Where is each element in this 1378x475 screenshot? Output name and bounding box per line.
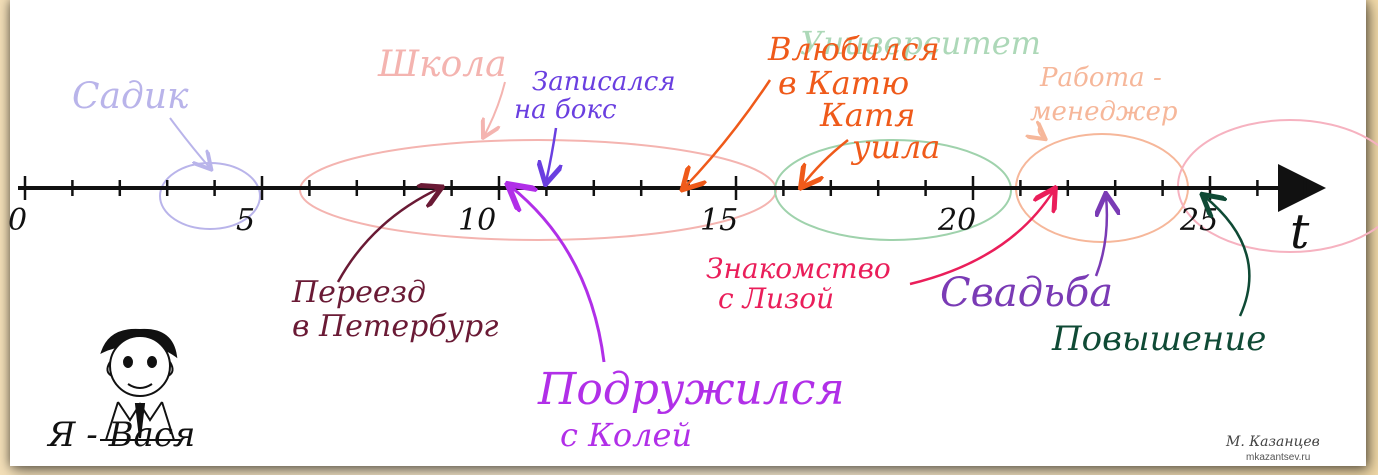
arrow-work xyxy=(1039,126,1044,138)
label-move-line1: Переезд xyxy=(291,275,426,310)
label-meet-line2: с Лизой xyxy=(718,282,834,315)
tick-label-5: 5 xyxy=(236,203,255,238)
arrow-promotion xyxy=(1204,196,1251,317)
diagram-frame xyxy=(10,0,1366,466)
label-univer: Университет xyxy=(800,24,1041,62)
axis-tick-labels: 0 5 10 15 20 25 t xyxy=(8,203,1310,260)
label-work-line2: менеджер xyxy=(1030,97,1178,127)
label-shkola: Школа xyxy=(377,44,507,85)
vasya-character xyxy=(100,328,180,441)
label-promotion: Повышение xyxy=(1051,319,1266,359)
arrow-meet xyxy=(909,190,1054,286)
arrow-shkola xyxy=(484,81,506,136)
tick-label-25: 25 xyxy=(1179,203,1218,238)
tick-label-20: 20 xyxy=(937,203,976,238)
arrow-friends xyxy=(510,186,606,363)
label-wedding: Свадьба xyxy=(940,270,1113,316)
label-friends-line1: Подружился xyxy=(537,364,845,415)
label-work-line1: Работа - xyxy=(1039,63,1162,93)
arrow-left xyxy=(802,139,849,186)
arrow-sadik xyxy=(169,117,210,168)
tick-label-15: 15 xyxy=(700,203,738,238)
label-move-line2: в Петербург xyxy=(292,309,498,344)
label-box-line1: Записался xyxy=(532,67,676,97)
label-left-line2: ушла xyxy=(850,128,940,166)
label-vasya: Я - Вася xyxy=(46,415,195,455)
signature: М. Казанцев xyxy=(1225,434,1320,450)
label-friends-line2: с Колей xyxy=(560,416,692,454)
label-love-line2: в Катю xyxy=(778,64,909,102)
label-sadik: Садик xyxy=(72,76,189,117)
axis-variable-label: t xyxy=(1290,204,1310,260)
arrow-love xyxy=(684,79,772,188)
arrow-move xyxy=(336,188,440,283)
tick-label-10: 10 xyxy=(458,203,496,238)
tick-label-0: 0 xyxy=(8,203,27,238)
site-credit: mkazantsev.ru xyxy=(1246,452,1310,463)
arrow-wedding xyxy=(1096,196,1107,277)
label-box-line2: на бокс xyxy=(514,95,617,125)
label-meet-line1: Знакомство xyxy=(706,252,891,285)
label-left-line1: Катя xyxy=(819,96,915,134)
label-love-line1: Влюбился xyxy=(767,30,940,68)
arrow-box xyxy=(546,127,556,182)
